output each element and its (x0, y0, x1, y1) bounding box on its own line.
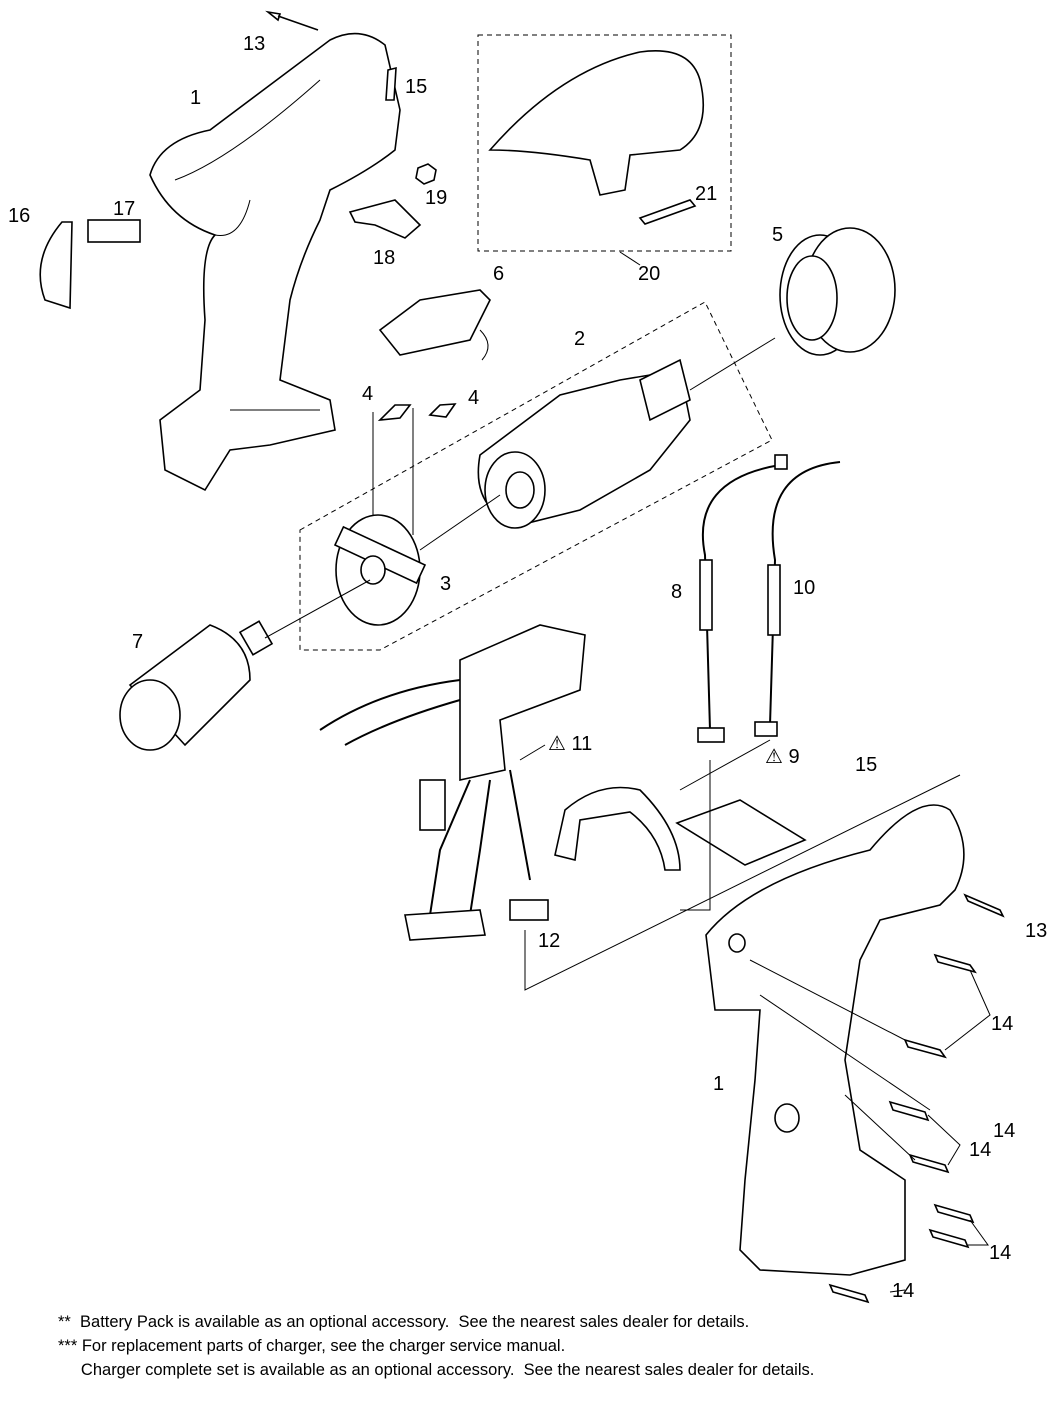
label-17: 17 (113, 198, 135, 220)
label-13: 13 (1025, 920, 1047, 942)
label-19: 19 (425, 187, 447, 209)
label-4: 4 (468, 387, 479, 409)
label-5: 5 (772, 224, 783, 246)
label-1: 1 (713, 1073, 724, 1095)
label-11: ⚠ 11 (548, 733, 592, 755)
label-3: 3 (440, 573, 451, 595)
label-15: 15 (405, 76, 427, 98)
label-14: 14 (989, 1242, 1011, 1264)
label-7: 7 (132, 631, 143, 653)
housing-right (705, 804, 965, 1276)
lamp-cover (488, 50, 705, 196)
label-14: 14 (892, 1280, 914, 1302)
label-13: 13 (243, 33, 265, 55)
label-16: 16 (8, 205, 30, 227)
label-12: 12 (538, 930, 560, 952)
label-21: 21 (695, 183, 717, 205)
label-20: 20 (638, 263, 660, 285)
label-10: 10 (793, 577, 815, 599)
label-1: 1 (190, 87, 201, 109)
label-8: 8 (671, 581, 682, 603)
label-14: 14 (993, 1120, 1015, 1142)
note-charger-set: Charger complete set is available as an … (58, 1361, 815, 1379)
note-battery: ** Battery Pack is available as an optio… (58, 1313, 750, 1331)
label-15: 15 (855, 754, 877, 776)
note-charger-parts: *** For replacement parts of charger, se… (58, 1337, 566, 1355)
label-6: 6 (493, 263, 504, 285)
label-4: 4 (362, 383, 373, 405)
label-9: ⚠ 9 (765, 746, 800, 768)
housing-left (149, 32, 401, 492)
label-14: 14 (969, 1139, 991, 1161)
footnotes: ** Battery Pack is available as an optio… (58, 1310, 814, 1382)
label-2: 2 (574, 328, 585, 350)
trigger-switch (459, 624, 586, 781)
label-18: 18 (373, 247, 395, 269)
label-14: 14 (991, 1013, 1013, 1035)
